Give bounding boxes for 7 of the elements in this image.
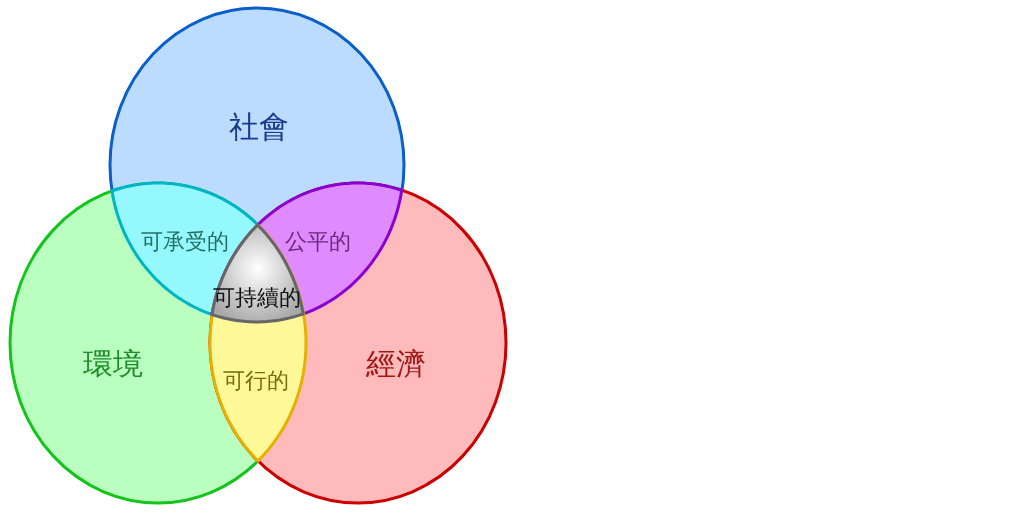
region-label: 公平的 — [285, 231, 351, 253]
region-label: 可承受的 — [141, 231, 229, 253]
region-label: 可行的 — [223, 370, 289, 392]
region-label: 社會 — [229, 112, 289, 142]
region-label: 可持續的 — [213, 287, 301, 309]
region-label: 經濟 — [366, 349, 426, 379]
region-label: 環境 — [83, 349, 143, 379]
